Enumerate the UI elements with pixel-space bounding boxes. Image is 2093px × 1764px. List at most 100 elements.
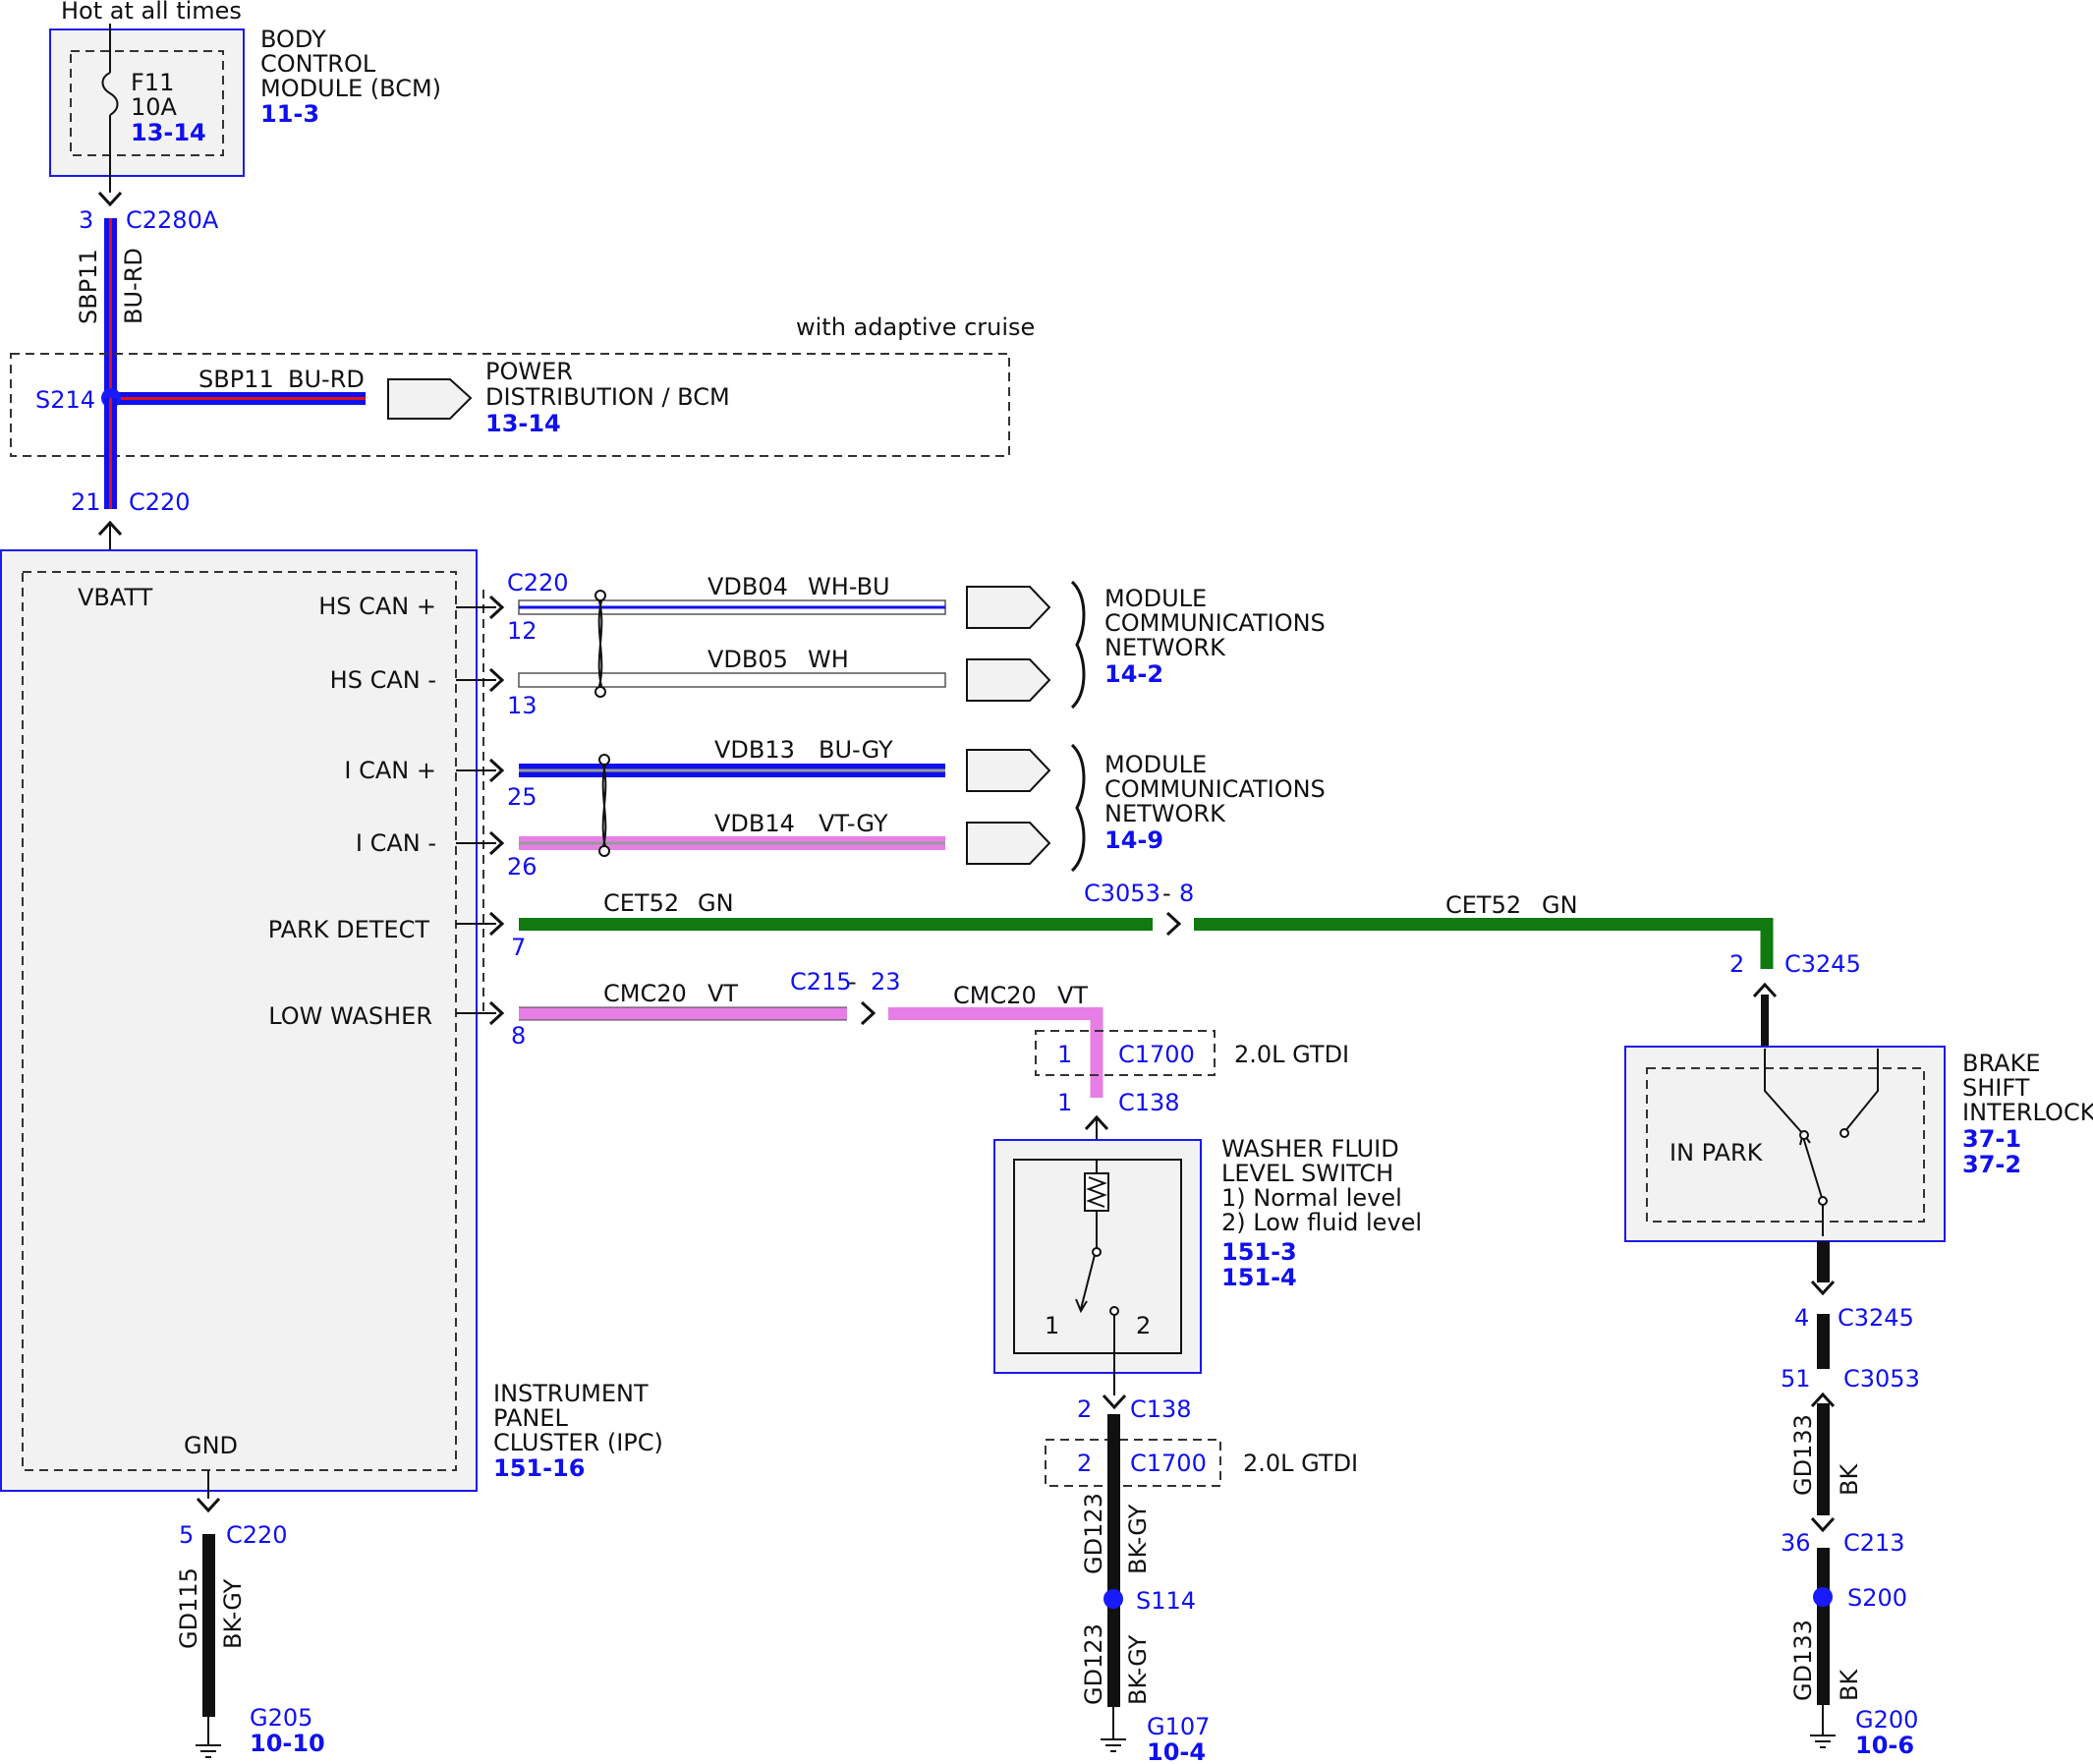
gd115-circuit: GD115: [175, 1567, 202, 1649]
ipc-pin-i-can-minus: I CAN -: [356, 829, 436, 857]
washer-switch-name-1: WASHER FLUID: [1221, 1135, 1399, 1163]
c3245-bottom-pin: 4: [1794, 1304, 1809, 1332]
washer-switch-ref-1: 151-3: [1221, 1238, 1297, 1266]
brake-ref-1: 37-1: [1962, 1125, 2021, 1153]
c3245-top-name: C3245: [1784, 950, 1861, 978]
brake-ref-2: 37-2: [1962, 1151, 2021, 1178]
c138-bottom-connector-icon: [1102, 1394, 1127, 1409]
washer-pos-2: 2: [1136, 1312, 1151, 1339]
brake-name-1: BRAKE: [1962, 1050, 2041, 1077]
ipc-inner-dashed: [22, 571, 457, 1471]
c1700-top-dashed: [1035, 1030, 1216, 1076]
twisted-pair-icon-i: [598, 754, 610, 857]
network-brace-top-icon: [1070, 580, 1086, 710]
cmc20-color-1: VT: [707, 980, 738, 1007]
c2280a-name: C2280A: [126, 206, 219, 234]
bcm-name-1: BODY: [260, 26, 326, 53]
ipc-pin-park-detect: PARK DETECT: [268, 916, 430, 943]
c3053-inline-name: C3053: [1084, 880, 1160, 907]
network-bottom-name-2: COMMUNICATIONS: [1104, 775, 1326, 803]
ipc-box: [0, 549, 478, 1492]
g200-ref: 10-6: [1855, 1732, 1914, 1759]
gd123-color-2: BK-GY: [1124, 1634, 1152, 1705]
network-top-ref: 14-2: [1104, 660, 1163, 688]
s200-splice-label: S200: [1847, 1584, 1907, 1612]
cet52-color-2: GN: [1542, 891, 1578, 919]
fuse-id: F11: [131, 69, 174, 96]
brake-name-3: INTERLOCK: [1962, 1099, 2093, 1126]
network-bottom-name-3: NETWORK: [1104, 800, 1226, 827]
fuse-rating: 10A: [131, 93, 178, 121]
c220-right-name: C220: [507, 569, 569, 597]
network-top-name-3: NETWORK: [1104, 634, 1226, 661]
vdb13-color: BU-GY: [819, 736, 893, 764]
ipc-pin-hs-can-minus: HS CAN -: [330, 666, 436, 694]
power-distribution-connector-icon: [387, 378, 473, 420]
washer-resistor-icon: [1086, 1176, 1107, 1208]
i-can-plus-connector-icon: [966, 749, 1051, 792]
s200-splice-dot: [1813, 1587, 1833, 1607]
pin-25: 25: [507, 783, 537, 811]
hs-can-minus-connector-icon: [966, 658, 1051, 702]
sbp11-circuit-vertical: SBP11: [75, 249, 102, 324]
gd133-circuit-1: GD133: [1789, 1414, 1817, 1496]
power-distribution-name-1: POWER: [485, 358, 573, 385]
ipc-pin-low-washer: LOW WASHER: [268, 1002, 432, 1030]
cmc20-circuit-1: CMC20: [603, 980, 687, 1007]
network-brace-bottom-icon: [1070, 743, 1086, 873]
c3245-bottom-name: C3245: [1838, 1304, 1914, 1332]
gd115-wire: [202, 1534, 215, 1717]
c1700-bottom-dashed: [1045, 1439, 1221, 1487]
power-distribution-ref: 13-14: [485, 410, 561, 437]
c213-pin: 36: [1781, 1529, 1811, 1557]
park-pin: 7: [511, 934, 526, 961]
c1700-bottom-name: C1700: [1130, 1450, 1207, 1477]
pin-26: 26: [507, 853, 537, 881]
c138-bottom-name: C138: [1130, 1395, 1192, 1423]
vdb05-color: WH: [808, 646, 849, 673]
brake-interlock-inner-dashed: [1646, 1067, 1925, 1223]
bcm-inner-dashed: [70, 50, 224, 156]
c220-top-pin: 21: [71, 488, 101, 516]
ipc-pin-hs-can-plus: HS CAN +: [318, 593, 436, 620]
pin-13: 13: [507, 692, 537, 719]
c2280a-pin: 3: [79, 206, 93, 234]
pin-12: 12: [507, 617, 537, 645]
twisted-pair-icon-hs: [594, 590, 606, 698]
c215-inline-dash: -: [848, 968, 857, 996]
gd115-color: BK-GY: [219, 1578, 247, 1649]
gd133-color-2: BK: [1836, 1669, 1863, 1701]
bcm-name-3: MODULE (BCM): [260, 75, 441, 102]
c220-gnd-pin: 5: [179, 1521, 194, 1549]
gd133-wire-2: [1817, 1548, 1830, 1705]
c220-gnd-name: C220: [226, 1521, 288, 1549]
bcm-ref: 11-3: [260, 100, 319, 128]
cet52-wire-1: [519, 918, 1153, 931]
sbp11-branch-circuit: SBP11: [198, 366, 274, 393]
hot-at-all-times-label: Hot at all times: [61, 0, 242, 25]
ipc-name-3: CLUSTER (IPC): [493, 1429, 663, 1456]
hs-can-plus-connector-icon: [966, 586, 1051, 629]
bcm-box: [49, 28, 245, 177]
cet52-color-1: GN: [698, 889, 734, 917]
g205-ground-icon: [195, 1733, 222, 1758]
ipc-vbatt-label: VBATT: [78, 584, 153, 611]
g205-ref: 10-10: [250, 1730, 325, 1757]
washer-pos-1: 1: [1045, 1312, 1059, 1339]
c220-top-name: C220: [129, 488, 191, 516]
ipc-pin-i-can-plus: I CAN +: [344, 757, 436, 784]
network-top-name-2: COMMUNICATIONS: [1104, 609, 1326, 637]
cmc20-wire-1: [519, 1007, 847, 1020]
cet52-circuit-2: CET52: [1445, 891, 1521, 919]
c3053-name: C3053: [1843, 1365, 1920, 1393]
c2280a-connector-icon: [97, 191, 123, 206]
g107-name: G107: [1147, 1713, 1210, 1740]
adaptive-cruise-dashed-box: [10, 353, 1010, 457]
vdb04-color: WH-BU: [808, 573, 890, 600]
c138-top-pin: 1: [1057, 1089, 1072, 1116]
s214-splice-label: S214: [35, 386, 95, 414]
c3245-bottom-connector-icon: [1810, 1280, 1836, 1295]
c213-connector-icon: [1810, 1516, 1836, 1532]
gd123-color-1: BK-GY: [1124, 1504, 1152, 1574]
